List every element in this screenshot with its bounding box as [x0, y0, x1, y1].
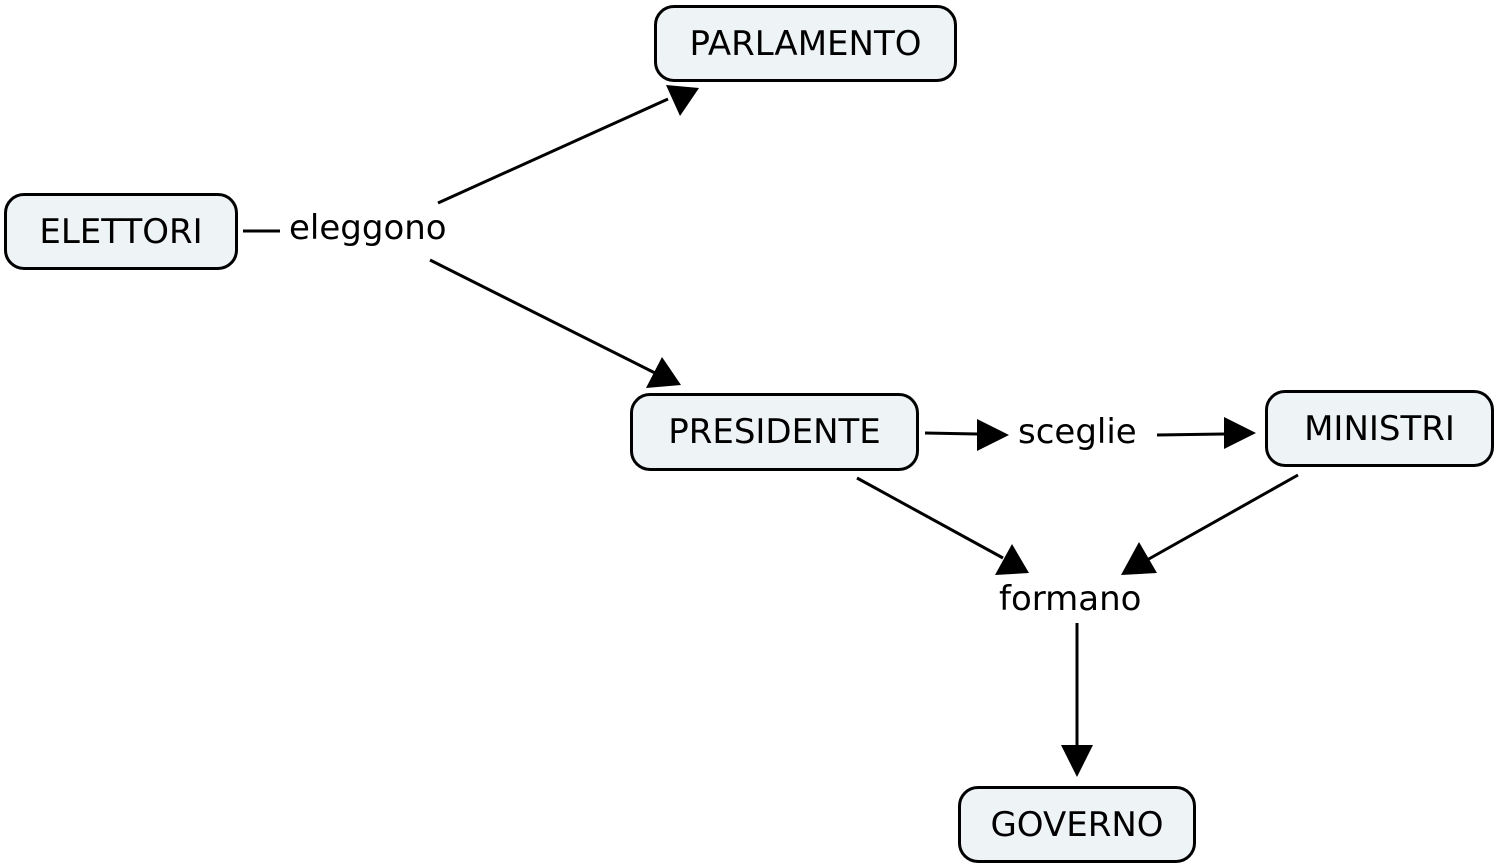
arrowhead-governo	[1061, 745, 1093, 777]
link-label-eleggono[interactable]: eleggono	[285, 208, 451, 248]
concept-parlamento[interactable]: PARLAMENTO	[654, 5, 957, 82]
arrowhead-formano-left	[995, 544, 1029, 575]
link-label-formano[interactable]: formano	[995, 579, 1146, 619]
arrowhead-ministri	[1224, 417, 1256, 449]
concept-presidente-label: PRESIDENTE	[668, 412, 881, 452]
arrow-presidente-sceglie	[924, 431, 978, 436]
arrowhead-formano-right	[1121, 542, 1157, 575]
concept-ministri-label: MINISTRI	[1304, 408, 1455, 449]
concept-presidente[interactable]: PRESIDENTE	[630, 393, 919, 471]
concept-elettori[interactable]: ELETTORI	[4, 193, 238, 270]
concept-governo-label: GOVERNO	[990, 804, 1164, 845]
concept-governo[interactable]: GOVERNO	[958, 786, 1196, 863]
concept-parlamento-label: PARLAMENTO	[689, 23, 922, 64]
arrow-eleggono-presidente	[429, 258, 656, 375]
link-label-sceglie[interactable]: sceglie	[1014, 412, 1141, 452]
arrow-eleggono-parlamento	[437, 97, 669, 205]
arrow-ministri-formano	[1146, 473, 1299, 562]
arrowhead-parlamento	[666, 85, 699, 116]
arrowhead-presidente	[646, 357, 681, 388]
concept-elettori-label: ELETTORI	[39, 211, 203, 252]
arrow-presidente-formano	[856, 476, 1004, 560]
arrowhead-sceglie	[977, 419, 1009, 451]
concept-ministri[interactable]: MINISTRI	[1265, 390, 1494, 467]
arrow-sceglie-ministri	[1156, 432, 1225, 437]
